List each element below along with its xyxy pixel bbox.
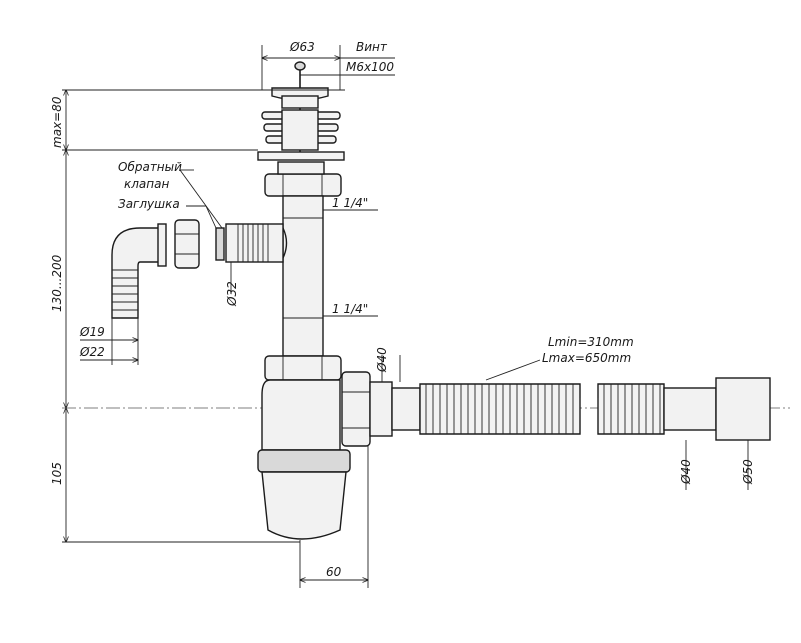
thread-leaders: [323, 209, 378, 317]
dim-d32: Ø32: [225, 281, 239, 307]
thread-bottom: 1 1/4": [332, 302, 368, 316]
plug-label: Заглушка: [118, 197, 180, 211]
check-valve-label-1: Обратный: [118, 160, 182, 174]
dim-height: [62, 150, 300, 542]
dim-offset-60: 60: [326, 565, 342, 579]
hose-elbow: [80, 223, 167, 365]
vertical-tube: [264, 161, 342, 381]
thread-top: 1 1/4": [332, 196, 368, 210]
dim-d22: Ø22: [79, 345, 105, 359]
dim-lmax: Lmax=650mm: [542, 351, 631, 365]
dim-d63: Ø63: [289, 40, 315, 54]
outlet-nut: [341, 355, 401, 447]
dim-d40-end: Ø40: [679, 459, 693, 485]
side-inlet: [215, 223, 288, 292]
dim-lmin: Lmin=310mm: [548, 335, 634, 349]
plug-part: [174, 219, 200, 269]
outlet-grille: [62, 45, 395, 161]
dim-d40-trap: Ø40: [375, 347, 389, 373]
dim-d19: Ø19: [79, 325, 105, 339]
dim-height-105: 105: [50, 462, 64, 485]
check-valve-label-2: клапан: [124, 177, 169, 191]
label-leaders: [179, 169, 223, 229]
screw-label: Винт: [356, 40, 388, 54]
corrugated-hose: [391, 359, 771, 490]
trap-body: [257, 379, 368, 588]
dim-max80: [62, 90, 262, 150]
dim-d50-end: Ø50: [741, 459, 755, 485]
screw-size: M6x100: [346, 60, 394, 74]
dim-height-range: 130...200: [50, 254, 64, 312]
dim-max80: max=80: [50, 96, 64, 148]
